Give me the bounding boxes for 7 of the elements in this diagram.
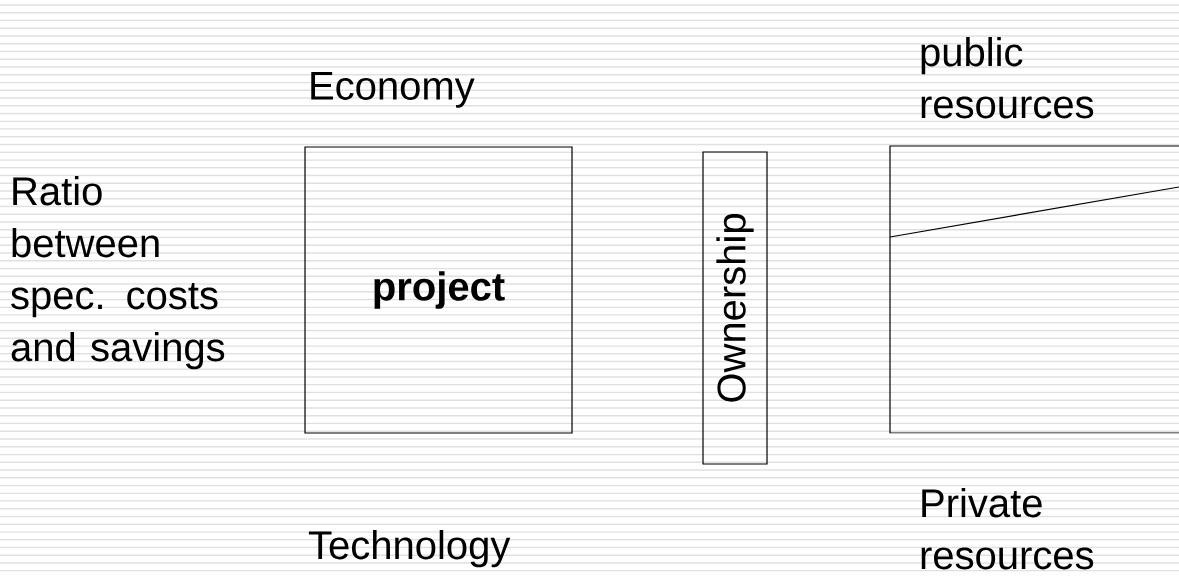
diagram-box: [889, 145, 1179, 434]
ownership-box: Ownership: [702, 151, 768, 465]
text-label: Private resources: [921, 488, 1094, 570]
text-label: Ratio between spec. costs and savings: [11, 176, 225, 370]
text-label: Economy: [311, 72, 475, 108]
text-label: Technology: [308, 530, 511, 568]
project-box: project: [304, 146, 573, 434]
